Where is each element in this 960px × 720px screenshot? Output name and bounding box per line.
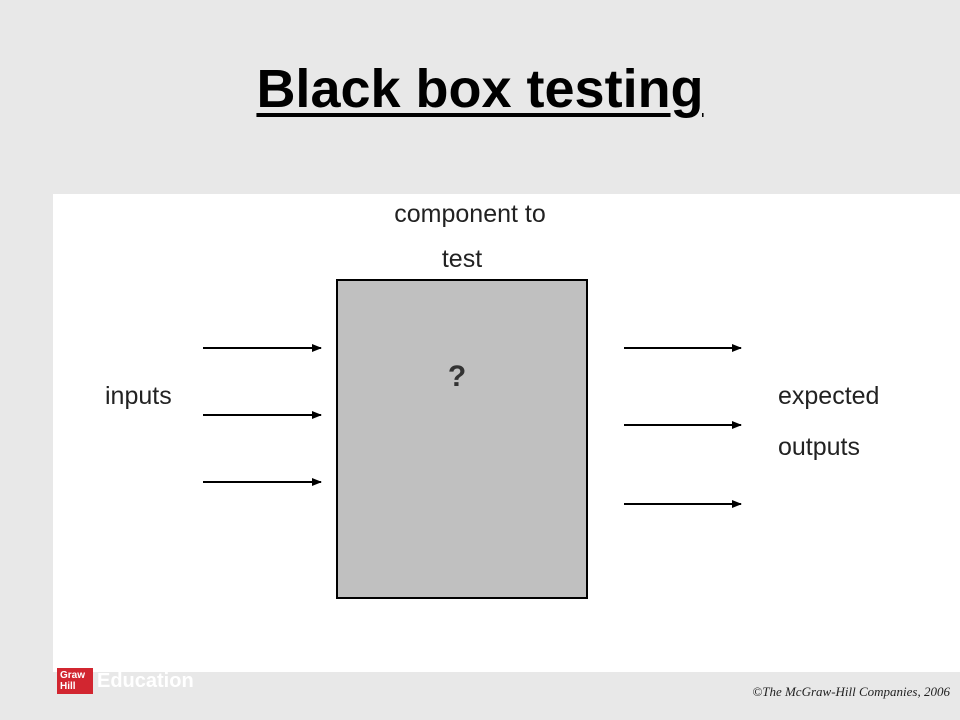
component-label-line1: component to (394, 200, 546, 228)
inputs-label: inputs (105, 382, 172, 410)
black-box (336, 279, 588, 599)
publisher-logo: Graw Hill Education (57, 668, 194, 694)
black-box-diagram: component to test ? inputs expected outp… (105, 200, 879, 599)
outputs-label-line1: expected (778, 382, 879, 410)
component-label-line2: test (442, 245, 482, 273)
mcgraw-hill-logo-mark: Graw Hill (57, 668, 93, 694)
outputs-label-line2: outputs (778, 433, 860, 461)
box-symbol: ? (448, 360, 466, 393)
slide-title: Black box testing (256, 59, 704, 119)
copyright-notice: ©The McGraw-Hill Companies, 2006 (752, 684, 950, 699)
logo-word: Education (97, 669, 194, 692)
diagram-panel: component to test ? inputs expected outp… (53, 194, 960, 672)
